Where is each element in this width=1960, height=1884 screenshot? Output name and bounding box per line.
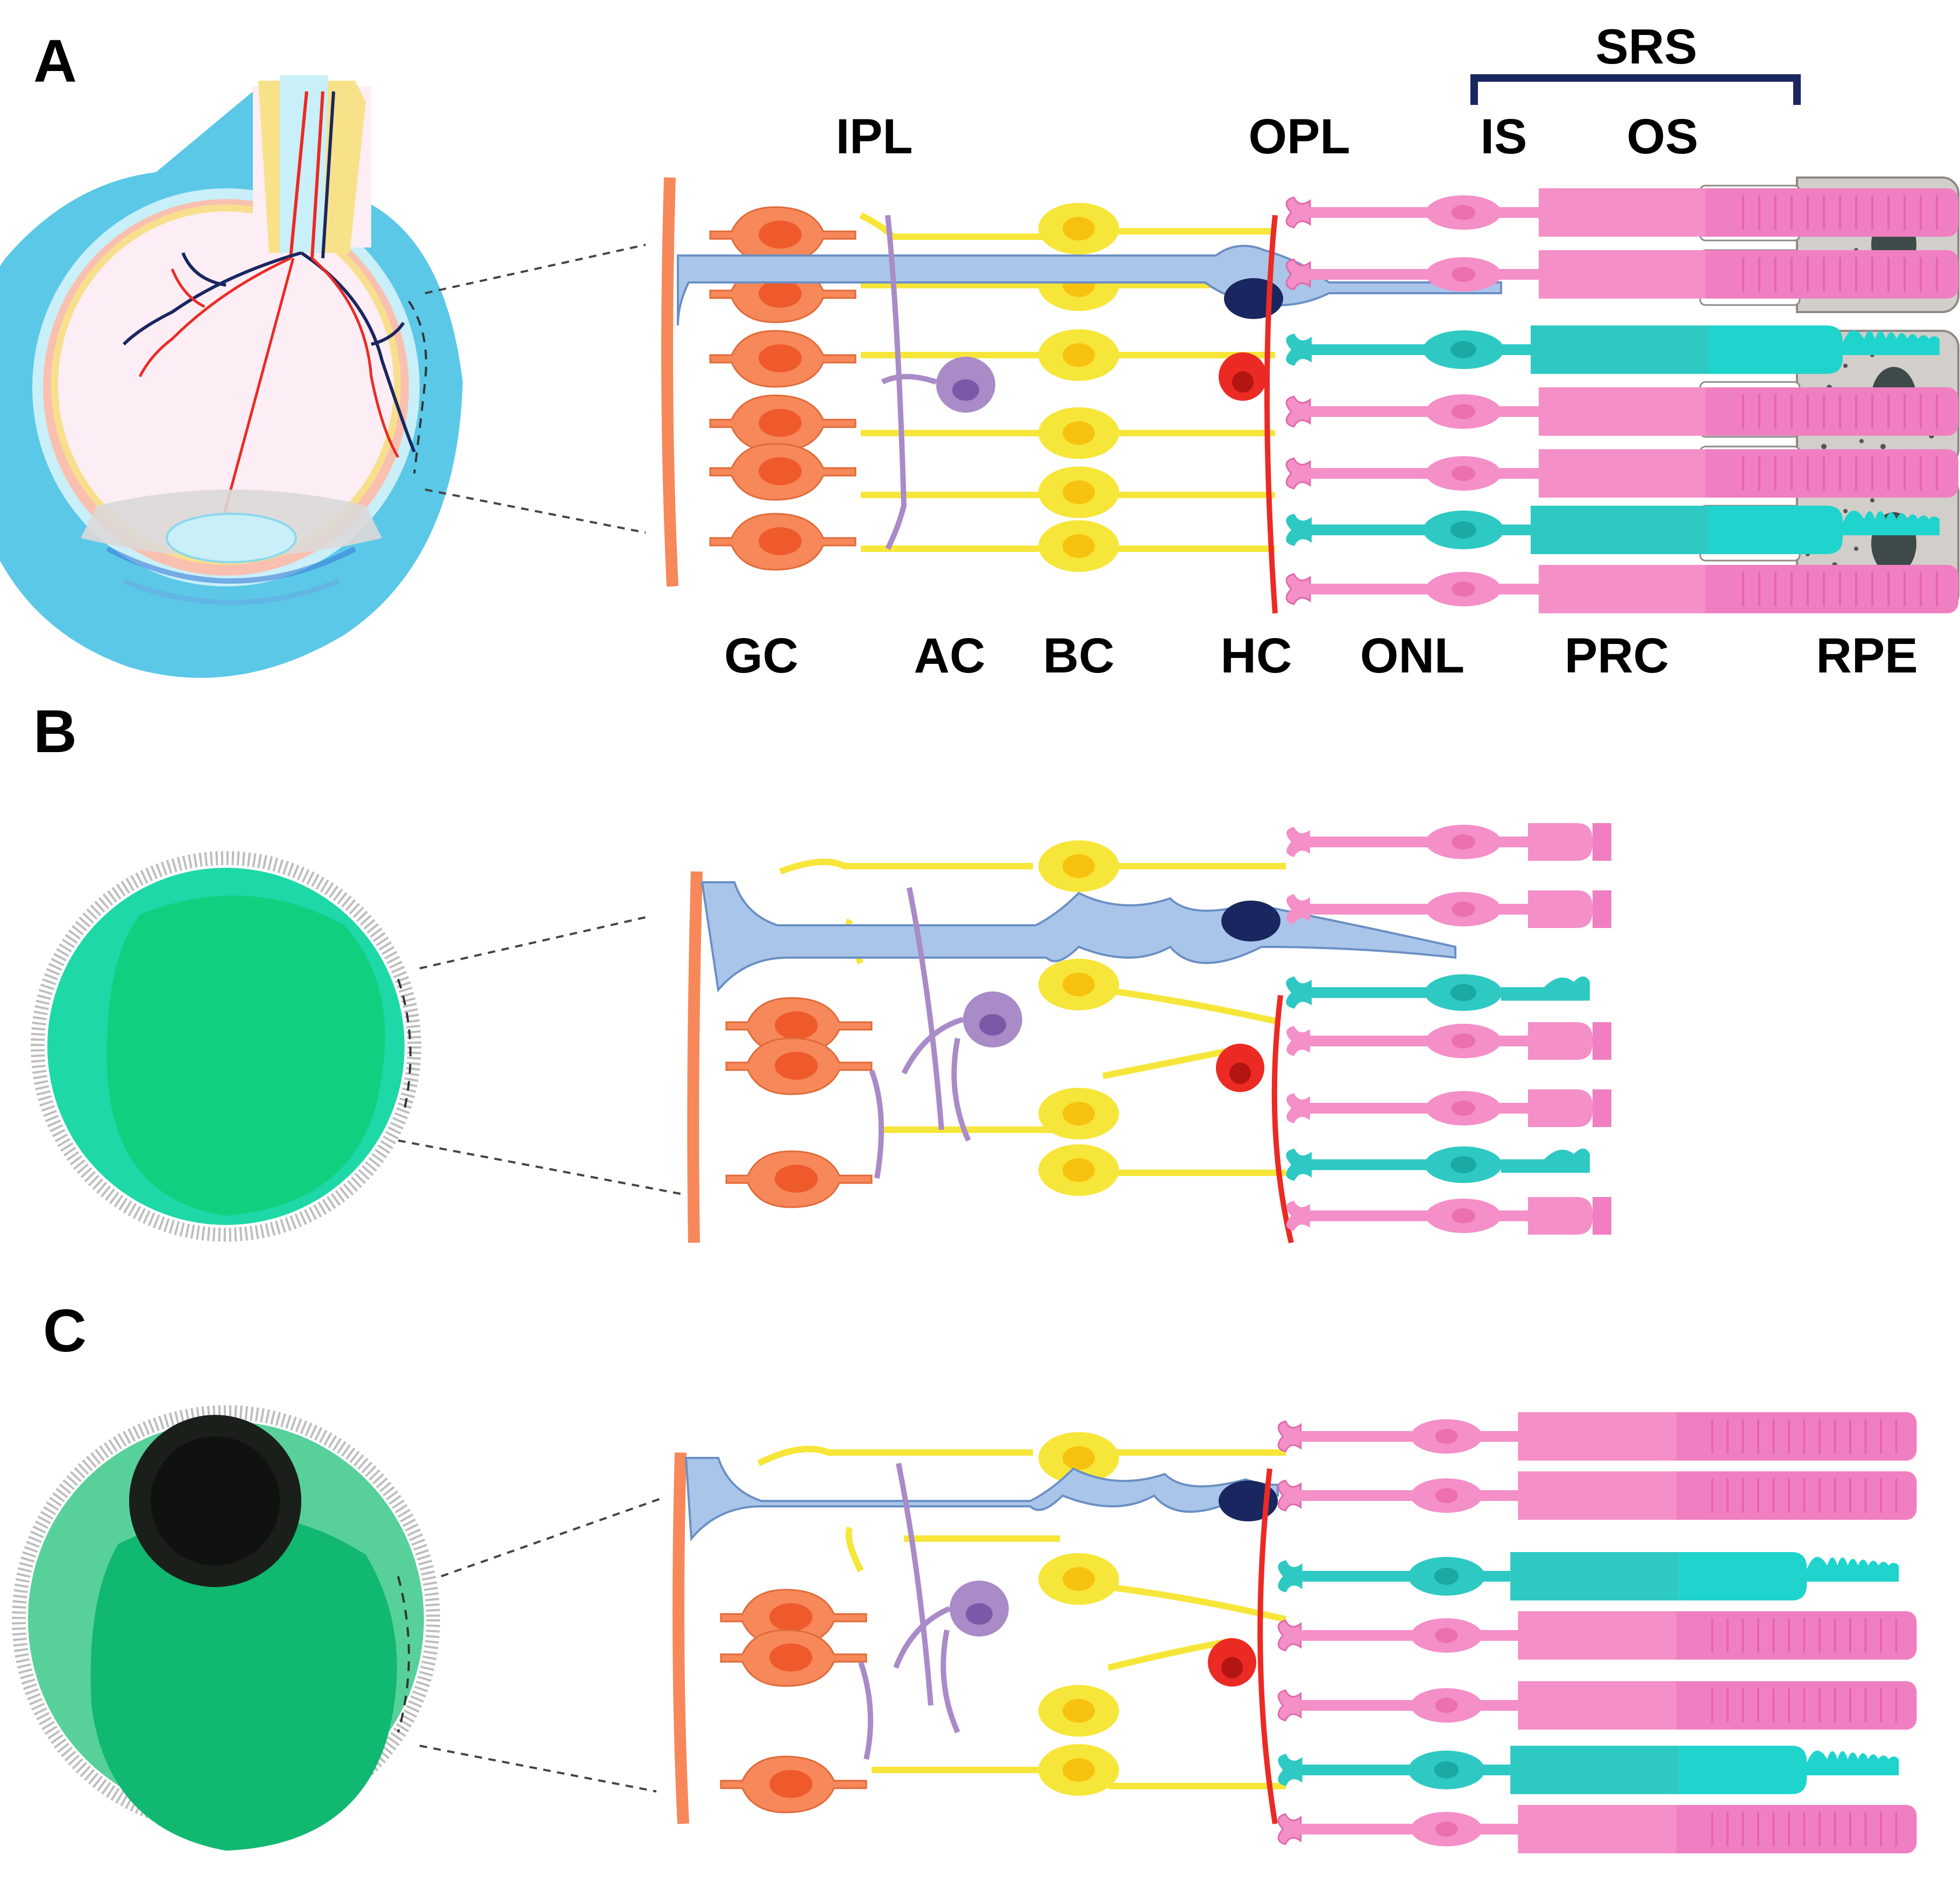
- zoom-lines-a: [424, 244, 646, 534]
- horizontal-cell-c: [1208, 1468, 1278, 1824]
- label-ac: AC: [914, 628, 986, 683]
- ganglion-cells-c: [720, 1589, 867, 1814]
- label-is: IS: [1481, 109, 1527, 164]
- label-gc: GC: [724, 628, 798, 683]
- muller-cell-b: [700, 881, 1456, 993]
- photoreceptors-c: [1277, 1411, 1918, 1854]
- panel-c-letter: C: [43, 1297, 87, 1364]
- zoom-lines-b: [398, 916, 684, 1195]
- retina-layers-normal: [661, 176, 1959, 614]
- label-opl: OPL: [1248, 109, 1350, 164]
- panel-a-letter: A: [33, 27, 77, 95]
- label-hc: HC: [1221, 628, 1292, 683]
- retina-layers-glaucoma-early: [687, 823, 1611, 1244]
- amacrine-cell: [881, 215, 995, 550]
- bipolar-processes: [859, 212, 1275, 552]
- zoom-lines-c: [419, 1497, 662, 1793]
- horizontal-cell-b: [1216, 995, 1294, 1244]
- horizontal-cell: [1219, 215, 1278, 614]
- label-onl: ONL: [1360, 628, 1464, 683]
- label-prc: PRC: [1565, 628, 1669, 683]
- eyeball-normal: [0, 75, 463, 678]
- label-bc: BC: [1043, 628, 1115, 683]
- panel-b-letter: B: [33, 698, 77, 765]
- eyeball-glaucoma-advanced: [12, 1405, 440, 1851]
- label-rpe: RPE: [1816, 628, 1917, 683]
- label-ipl: IPL: [836, 109, 912, 164]
- srs-bracket: [1470, 74, 1801, 105]
- eyeball-glaucoma-early: [31, 851, 421, 1242]
- ganglion-cells-b: [725, 997, 873, 1208]
- label-os: OS: [1627, 109, 1699, 164]
- amacrine-cell-b: [869, 887, 1022, 1179]
- muller-cell-c: [684, 1457, 1279, 1542]
- label-srs: SRS: [1595, 19, 1697, 74]
- retina-layers-glaucoma-advanced: [673, 1411, 1918, 1854]
- amacrine-cell-c: [858, 1463, 1009, 1760]
- photoreceptors-b: [1286, 823, 1611, 1235]
